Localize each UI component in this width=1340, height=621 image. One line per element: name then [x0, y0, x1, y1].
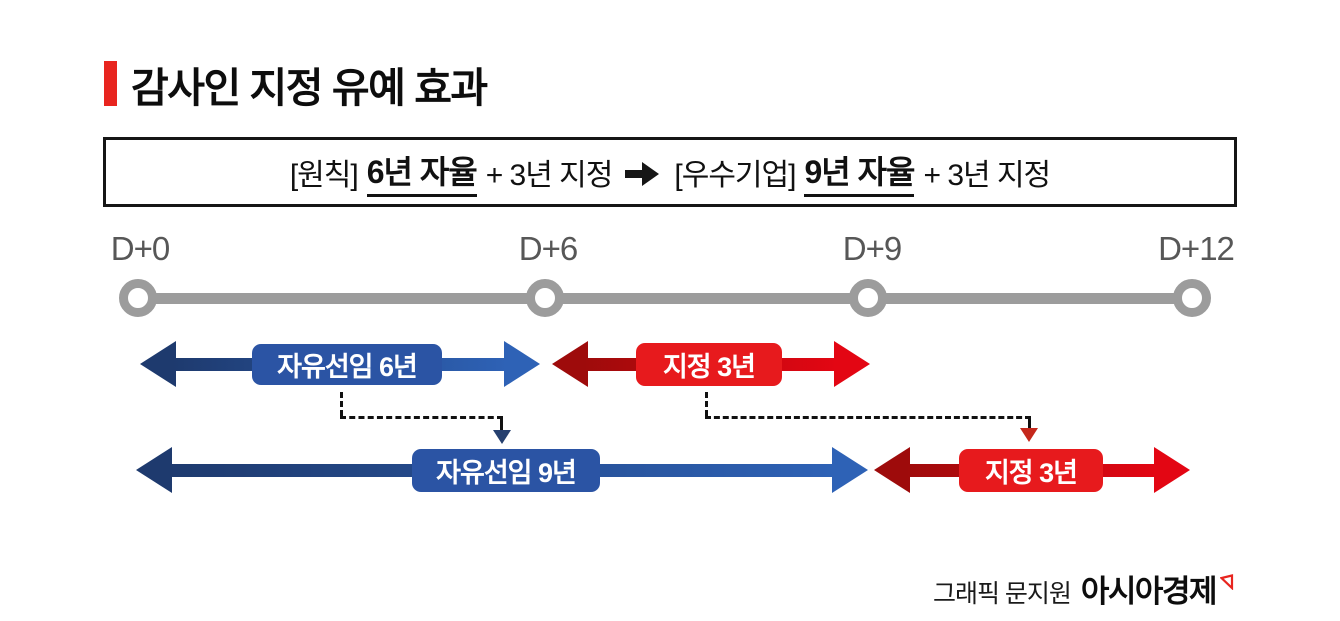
- formula-box: [원칙] 6년 자율 + 3년 지정 [우수기업] 9년 자율 + 3년 지정: [103, 137, 1237, 207]
- formula-principle-prefix: [원칙]: [289, 159, 359, 192]
- down-arrowhead-icon: [1020, 428, 1038, 442]
- arrowhead-left-icon: [874, 447, 910, 493]
- dashed-connector: [340, 392, 343, 416]
- timeline-node-icon: [526, 279, 564, 317]
- timeline-node-icon: [849, 279, 887, 317]
- brand-speech-mark-icon: [1219, 574, 1234, 595]
- arrowhead-right-icon: [504, 341, 540, 387]
- free-selection-6y-badge: 자유선임 6년: [252, 344, 442, 385]
- dashed-connector: [500, 419, 503, 430]
- formula-excellent-suffix: + 3년 지정: [923, 159, 1051, 192]
- arrowhead-left-icon: [140, 341, 176, 387]
- down-arrowhead-icon: [493, 430, 511, 444]
- dashed-connector: [705, 416, 1031, 419]
- graphic-credit: 그래픽 문지원: [932, 580, 1072, 608]
- formula-principle-strong: 6년 자율: [366, 147, 478, 197]
- footer-credit: 그래픽 문지원 아시아경제: [933, 566, 1240, 611]
- timeline-tick-d12: D+12: [1158, 230, 1235, 267]
- designated-3y-badge-bottom: 지정 3년: [959, 449, 1103, 492]
- formula-excellent-strong: 9년 자율: [804, 147, 915, 197]
- free-selection-9y-badge: 자유선임 9년: [412, 449, 600, 492]
- brand-logo: 아시아경제: [1080, 574, 1218, 609]
- dashed-connector: [1028, 419, 1031, 428]
- timeline-tick-d0: D+0: [110, 230, 170, 267]
- arrowhead-left-icon: [552, 341, 588, 387]
- timeline-tick-d9: D+9: [842, 230, 902, 267]
- title-accent-bar: [104, 61, 117, 106]
- arrowhead-right-icon: [1154, 447, 1190, 493]
- right-arrow-icon: [625, 160, 661, 186]
- arrowhead-right-icon: [832, 447, 868, 493]
- formula-principle-suffix: + 3년 지정: [485, 159, 614, 192]
- arrowhead-left-icon: [136, 447, 172, 493]
- timeline-line: [138, 293, 1192, 304]
- dashed-connector: [705, 392, 708, 416]
- page-title: 감사인 지정 유예 효과: [131, 65, 488, 111]
- timeline-node-icon: [1173, 279, 1211, 317]
- timeline-tick-d6: D+6: [518, 230, 578, 267]
- designated-3y-badge-top: 지정 3년: [636, 343, 782, 386]
- dashed-connector: [340, 416, 503, 419]
- timeline-node-icon: [119, 279, 157, 317]
- formula-excellent-prefix: [우수기업]: [674, 159, 796, 192]
- arrowhead-right-icon: [834, 341, 870, 387]
